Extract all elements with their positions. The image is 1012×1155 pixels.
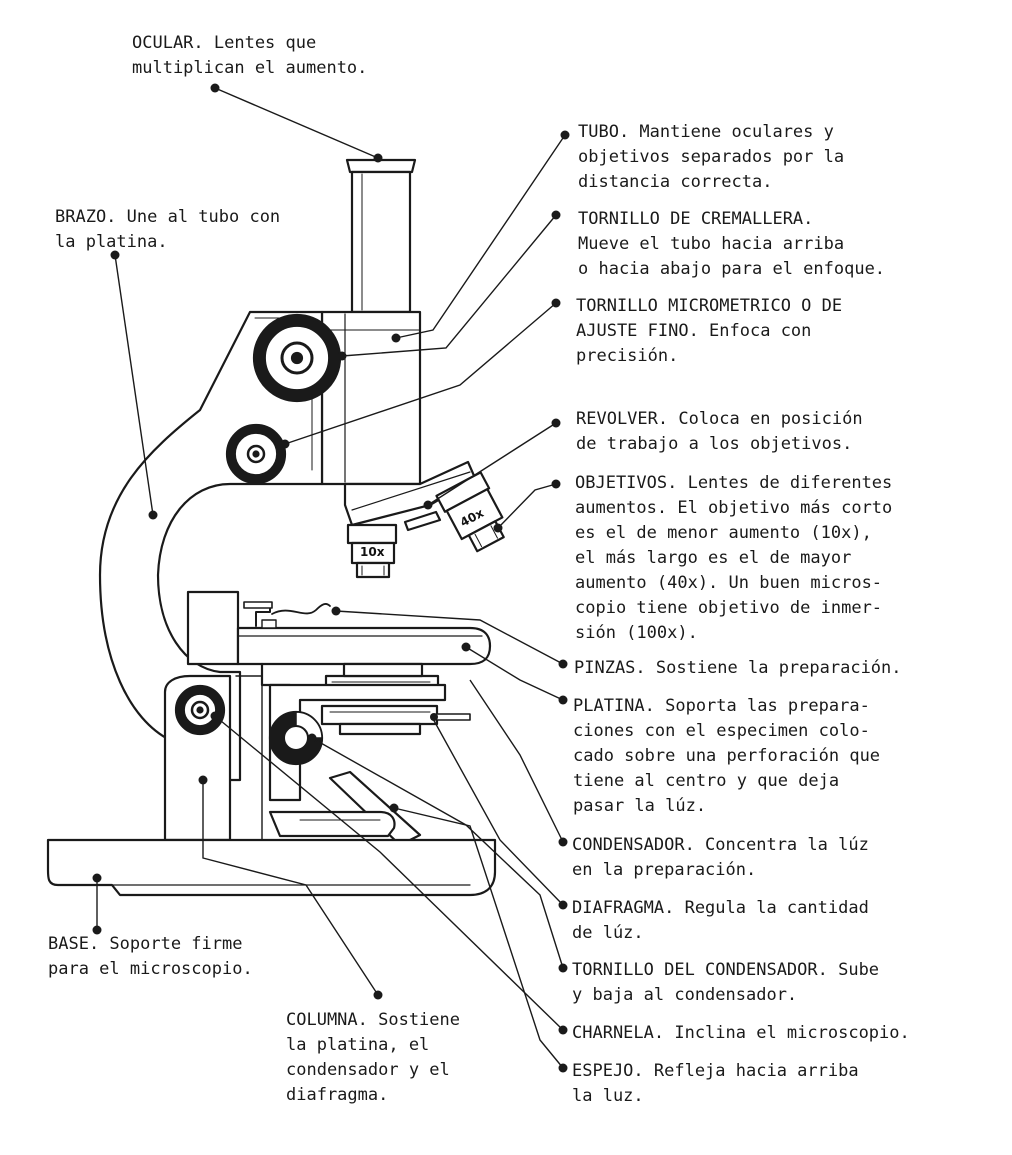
hinge	[174, 684, 226, 736]
base	[46, 838, 497, 897]
label-ocular: OCULAR. Lentes que multiplican el aument…	[132, 33, 368, 78]
tube	[320, 310, 422, 486]
objective-10x-mark: 10x	[360, 545, 385, 559]
objective-10x	[346, 523, 398, 579]
fine-focus-knob	[225, 423, 287, 485]
label-base: BASE. Soporte firme para el microscopio.	[48, 934, 253, 979]
label-brazo: BRAZO. Une al tubo con la platina.	[55, 207, 281, 252]
label-charnela: CHARNELA. Inclina el microscopio.	[572, 1023, 910, 1043]
condenser-knob	[268, 710, 324, 766]
label-tubo: TUBO. Mantiene oculares y objetivos sepa…	[578, 122, 845, 192]
label-espejo: ESPEJO. Refleja hacia arriba la luz.	[572, 1061, 859, 1106]
label-tornillo-cremallera: TORNILLO DE CREMALLERA. Mueve el tubo ha…	[578, 209, 886, 279]
label-diafragma: DIAFRAGMA. Regula la cantidad de lúz.	[572, 898, 869, 943]
label-condensador: CONDENSADOR. Concentra la lúz en la prep…	[572, 835, 869, 880]
label-pinzas: PINZAS. Sostiene la preparación.	[574, 658, 902, 678]
condenser-assembly	[260, 662, 471, 802]
coarse-focus-knob	[252, 313, 342, 403]
label-platina: PLATINA. Soporta las prepara- ciones con…	[573, 696, 881, 816]
label-columna: COLUMNA. Sostiene la platina, el condens…	[286, 1010, 460, 1105]
mirror	[268, 770, 422, 847]
label-objetivos: OBJETIVOS. Lentes de diferentes aumentos…	[575, 473, 893, 643]
eyepiece	[345, 158, 417, 314]
leader-dots	[92, 83, 570, 1073]
label-tornillo-condensador: TORNILLO DEL CONDENSADOR. Sube y baja al…	[572, 960, 880, 1005]
label-tornillo-micrometrico: TORNILLO MICROMETRICO O DE AJUSTE FINO. …	[576, 296, 843, 366]
stage	[186, 590, 492, 666]
leader-lines	[96, 87, 566, 1069]
label-revolver: REVOLVER. Coloca en posición de trabajo …	[576, 409, 863, 454]
revolving-nosepiece	[343, 460, 477, 532]
